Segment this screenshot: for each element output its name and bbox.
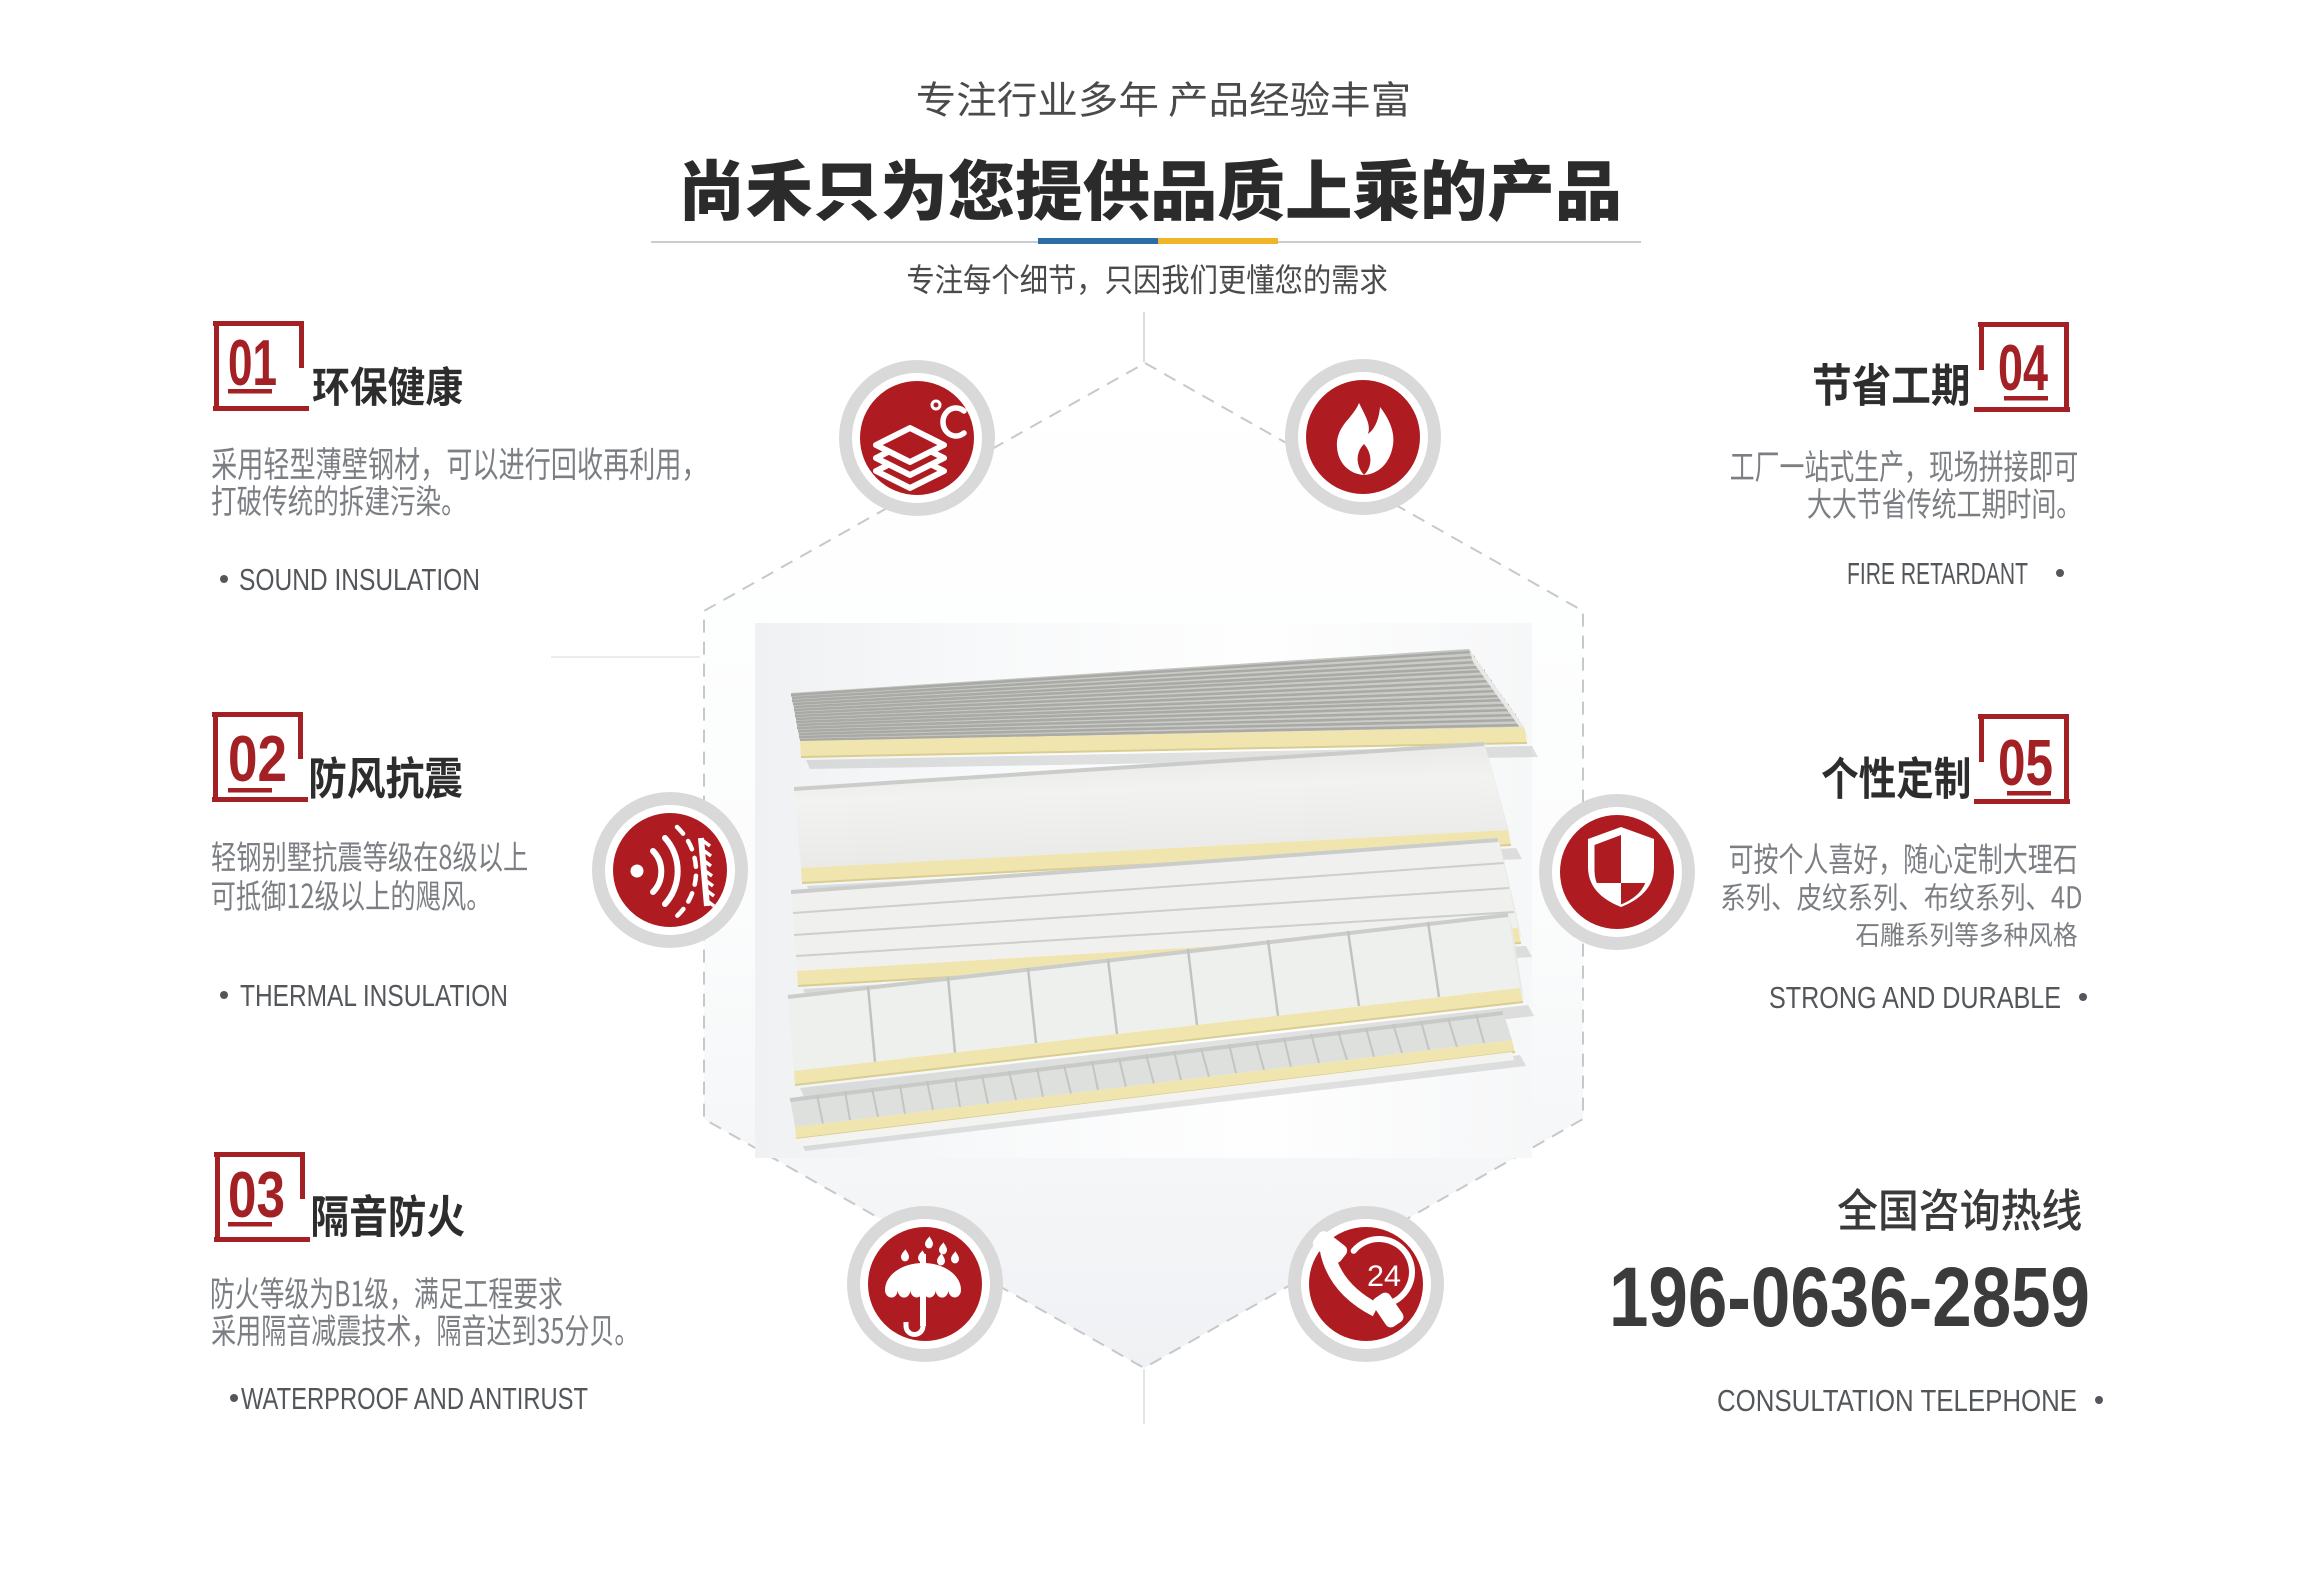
svg-text:24: 24 [1367,1260,1401,1293]
svg-text:196-0636-2859: 196-0636-2859 [1609,1250,2090,1344]
svg-text:01: 01 [228,326,277,399]
svg-text:03: 03 [228,1158,285,1231]
svg-text:FIRE RETARDANT: FIRE RETARDANT [1847,556,2028,591]
svg-text:CONSULTATION TELEPHONE: CONSULTATION TELEPHONE [1717,1383,2077,1418]
svg-text:02: 02 [228,722,287,795]
svg-text:THERMAL INSULATION: THERMAL INSULATION [240,978,508,1013]
svg-text:STRONG AND DURABLE: STRONG AND DURABLE [1769,980,2061,1015]
svg-text:WATERPROOF AND ANTIRUST: WATERPROOF AND ANTIRUST [241,1381,588,1416]
svg-text:04: 04 [1998,331,2048,404]
svg-text:05: 05 [1998,726,2053,799]
svg-text:SOUND INSULATION: SOUND INSULATION [239,562,480,597]
